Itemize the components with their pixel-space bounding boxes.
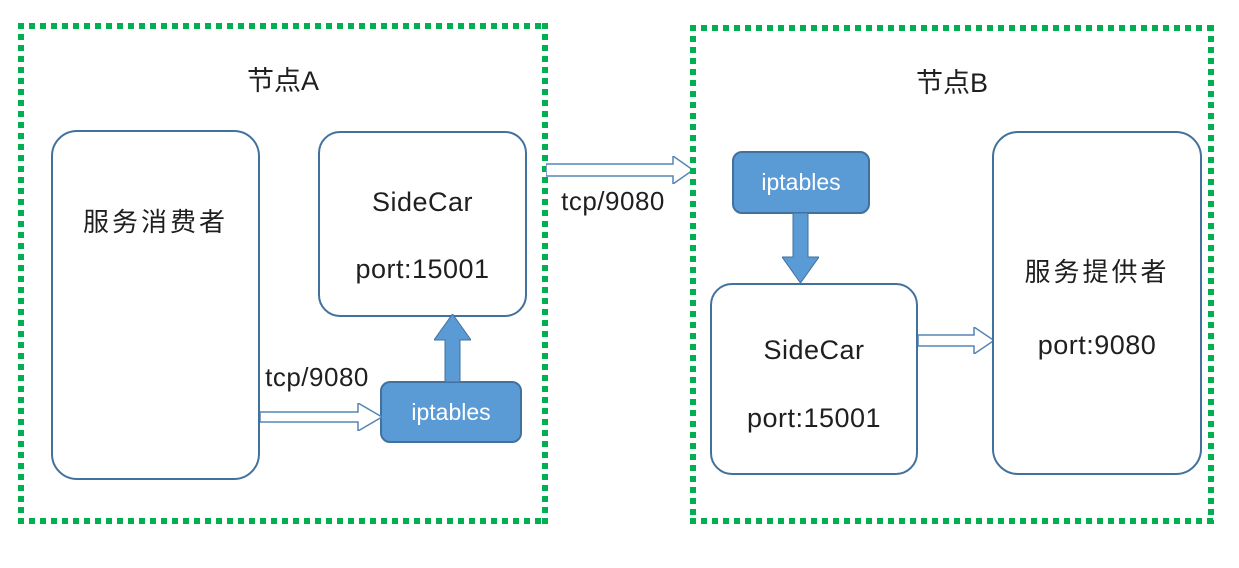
- arrow-iptables-a-to-sidecar-a: [434, 314, 471, 382]
- arrow-shape: [782, 213, 819, 283]
- arrow-shape: [918, 327, 994, 354]
- node-a: 节点A 服务消费者 SideCar port:15001 iptables tc…: [18, 23, 548, 524]
- iptables-a-box: iptables: [380, 381, 522, 443]
- arrow-node-a-to-node-b: [546, 156, 693, 184]
- sidecar-a-port: port:15001: [355, 254, 490, 284]
- sidecar-b-box: SideCar port:15001: [710, 283, 918, 475]
- iptables-a-label: iptables: [411, 398, 491, 425]
- traffic-label-a-to-b: tcp/9080: [561, 186, 665, 216]
- traffic-label-a: tcp/9080: [265, 362, 369, 392]
- arrow-consumer-to-iptables: [260, 403, 382, 431]
- arrow-shape: [434, 314, 471, 382]
- iptables-b-label: iptables: [761, 169, 841, 195]
- arrow-iptables-b-to-sidecar-b: [782, 213, 819, 283]
- sidecar-a-box: SideCar port:15001: [318, 131, 527, 317]
- service-consumer-box: 服务消费者: [51, 130, 260, 480]
- service-consumer-label: 服务消费者: [82, 207, 228, 237]
- iptables-b-box: iptables: [732, 151, 870, 214]
- node-a-title: 节点A: [246, 66, 319, 96]
- node-b-title: 节点B: [915, 68, 988, 98]
- sidecar-b-title: SideCar: [763, 335, 865, 365]
- service-provider-box: 服务提供者 port:9080: [992, 131, 1202, 475]
- arrow-shape: [546, 156, 693, 184]
- service-provider-label: 服务提供者: [1024, 257, 1170, 287]
- service-provider-port: port:9080: [1037, 330, 1157, 360]
- sidecar-a-title: SideCar: [371, 187, 474, 217]
- arrow-sidecar-b-to-provider: [918, 327, 994, 354]
- arrow-shape: [260, 403, 382, 431]
- sidecar-b-port: port:15001: [746, 403, 882, 433]
- node-b: 节点B iptables SideCar port:15001 服务提供者 po…: [690, 25, 1214, 524]
